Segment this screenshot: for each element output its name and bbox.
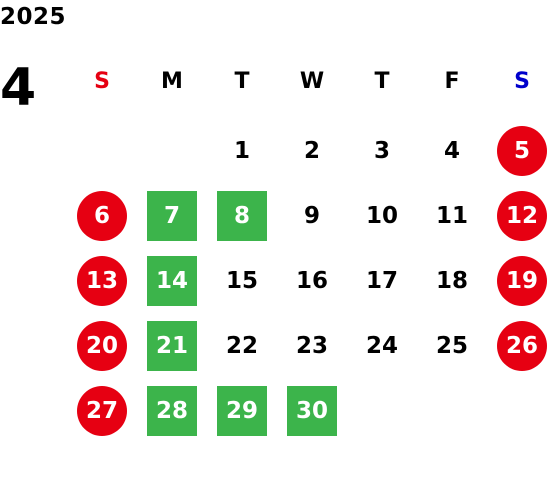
day-cell: 16 bbox=[295, 268, 328, 294]
week-row-1: 1 2 3 4 5 bbox=[67, 126, 548, 176]
day-cell-highlighted: 30 bbox=[287, 386, 337, 436]
year-label: 2025 bbox=[0, 4, 67, 30]
day-cell-holiday: 5 bbox=[497, 126, 547, 176]
day-cell: 17 bbox=[365, 268, 398, 294]
weekday-mon: M bbox=[161, 68, 183, 94]
weekday-wed: W bbox=[299, 68, 325, 94]
day-cell: 22 bbox=[225, 333, 258, 359]
week-row-5: 27 28 29 30 bbox=[67, 386, 548, 436]
day-cell: 2 bbox=[303, 138, 320, 164]
week-row-4: 20 21 22 23 24 25 26 bbox=[67, 321, 548, 371]
day-cell-holiday: 26 bbox=[497, 321, 547, 371]
day-cell: 24 bbox=[365, 333, 398, 359]
day-cell: 15 bbox=[225, 268, 258, 294]
day-cell-highlighted: 7 bbox=[147, 191, 197, 241]
day-cell-highlighted: 29 bbox=[217, 386, 267, 436]
weekday-fri: F bbox=[444, 68, 460, 94]
day-cell-holiday: 27 bbox=[77, 386, 127, 436]
week-row-3: 13 14 15 16 17 18 19 bbox=[67, 256, 548, 306]
day-cell-holiday: 12 bbox=[497, 191, 547, 241]
day-cell-holiday: 20 bbox=[77, 321, 127, 371]
day-cell: 11 bbox=[435, 203, 468, 229]
day-cell: 1 bbox=[233, 138, 250, 164]
weekday-sun: S bbox=[94, 68, 110, 94]
day-cell-highlighted: 8 bbox=[217, 191, 267, 241]
day-cell: 9 bbox=[303, 203, 320, 229]
day-cell-holiday: 6 bbox=[77, 191, 127, 241]
weekday-tue: T bbox=[234, 68, 250, 94]
day-cell: 10 bbox=[365, 203, 398, 229]
weekday-thu: T bbox=[374, 68, 390, 94]
month-number: 4 bbox=[0, 58, 37, 118]
day-cell: 23 bbox=[295, 333, 328, 359]
weekday-sat: S bbox=[514, 68, 530, 94]
day-cell: 18 bbox=[435, 268, 468, 294]
day-cell: 25 bbox=[435, 333, 468, 359]
day-cell-holiday: 13 bbox=[77, 256, 127, 306]
day-cell: 3 bbox=[373, 138, 390, 164]
weekday-header: S M T W T F S bbox=[67, 56, 548, 106]
day-cell-highlighted: 28 bbox=[147, 386, 197, 436]
day-cell-highlighted: 14 bbox=[147, 256, 197, 306]
week-row-2: 6 7 8 9 10 11 12 bbox=[67, 191, 548, 241]
day-cell-holiday: 19 bbox=[497, 256, 547, 306]
day-cell-highlighted: 21 bbox=[147, 321, 197, 371]
day-cell: 4 bbox=[443, 138, 460, 164]
